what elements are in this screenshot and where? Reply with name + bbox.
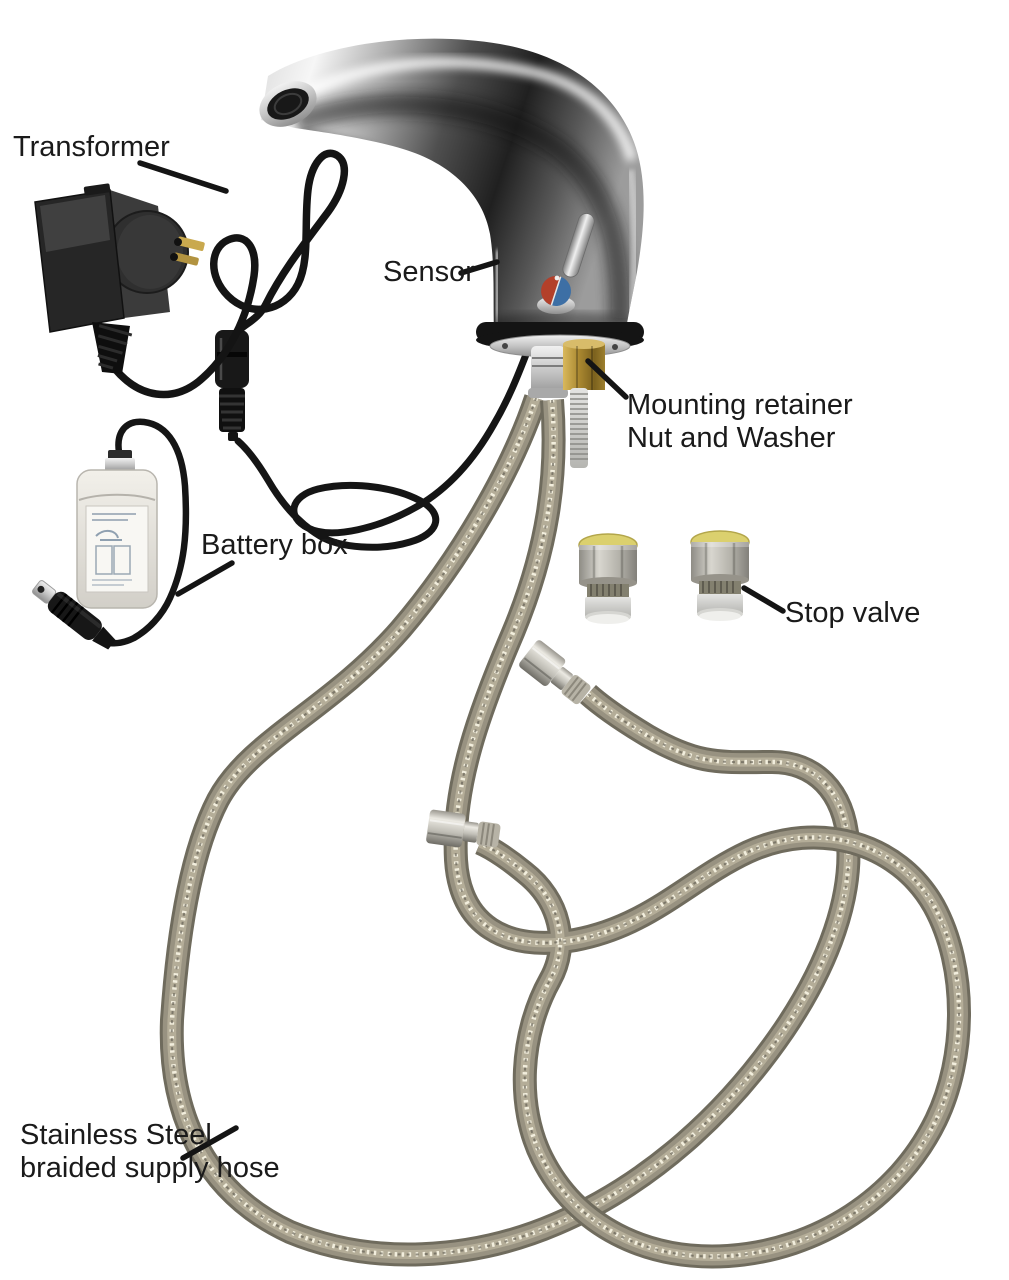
mounting-hardware bbox=[476, 322, 644, 468]
battery-box-sticker bbox=[85, 505, 149, 593]
battery-box-illustration bbox=[32, 418, 190, 650]
strain-relief bbox=[92, 322, 133, 374]
label-transformer: Transformer bbox=[13, 131, 170, 163]
label-supply-hose-line2: braided supply hose bbox=[20, 1152, 280, 1184]
stop-valve-right bbox=[689, 529, 751, 623]
sensor-leader-line bbox=[458, 259, 500, 276]
label-mounting-retainer: Mounting retainer Nut and Washer bbox=[627, 389, 853, 455]
transformer-illustration bbox=[34, 149, 349, 399]
label-sensor: Sensor bbox=[383, 256, 475, 288]
label-battery-box: Battery box bbox=[201, 529, 348, 561]
transformer-leader-line bbox=[137, 160, 229, 194]
plug-pins bbox=[170, 236, 205, 266]
mounting-retainer-nut bbox=[563, 339, 605, 390]
label-mounting-retainer-line2: Nut and Washer bbox=[627, 422, 836, 454]
stop-valve-left bbox=[577, 532, 639, 626]
battery-cable bbox=[106, 418, 190, 647]
mounting-retainer-leader-line bbox=[585, 358, 629, 400]
dc-connector bbox=[215, 330, 249, 441]
battery-dc-plug bbox=[32, 580, 116, 650]
sensor-cable bbox=[234, 348, 531, 551]
temperature-lever bbox=[562, 213, 595, 278]
hose-crimp-fitting bbox=[528, 346, 568, 398]
supply-hose-leader-line bbox=[180, 1125, 239, 1161]
label-supply-hose-line1: Stainless Steel bbox=[20, 1119, 212, 1151]
stop-valve-leader-line bbox=[741, 585, 786, 614]
leader-lines bbox=[137, 160, 786, 1161]
label-supply-hose: Stainless Steel braided supply hose bbox=[20, 1119, 280, 1185]
transformer-cable-coil bbox=[112, 149, 349, 399]
battery-box-leader-line bbox=[175, 560, 235, 597]
spout-tip bbox=[259, 81, 317, 127]
threaded-mounting-stud bbox=[570, 388, 588, 468]
label-mounting-retainer-line1: Mounting retainer bbox=[627, 389, 853, 421]
label-stop-valve: Stop valve bbox=[785, 597, 921, 629]
sensor-indicator bbox=[537, 275, 575, 314]
